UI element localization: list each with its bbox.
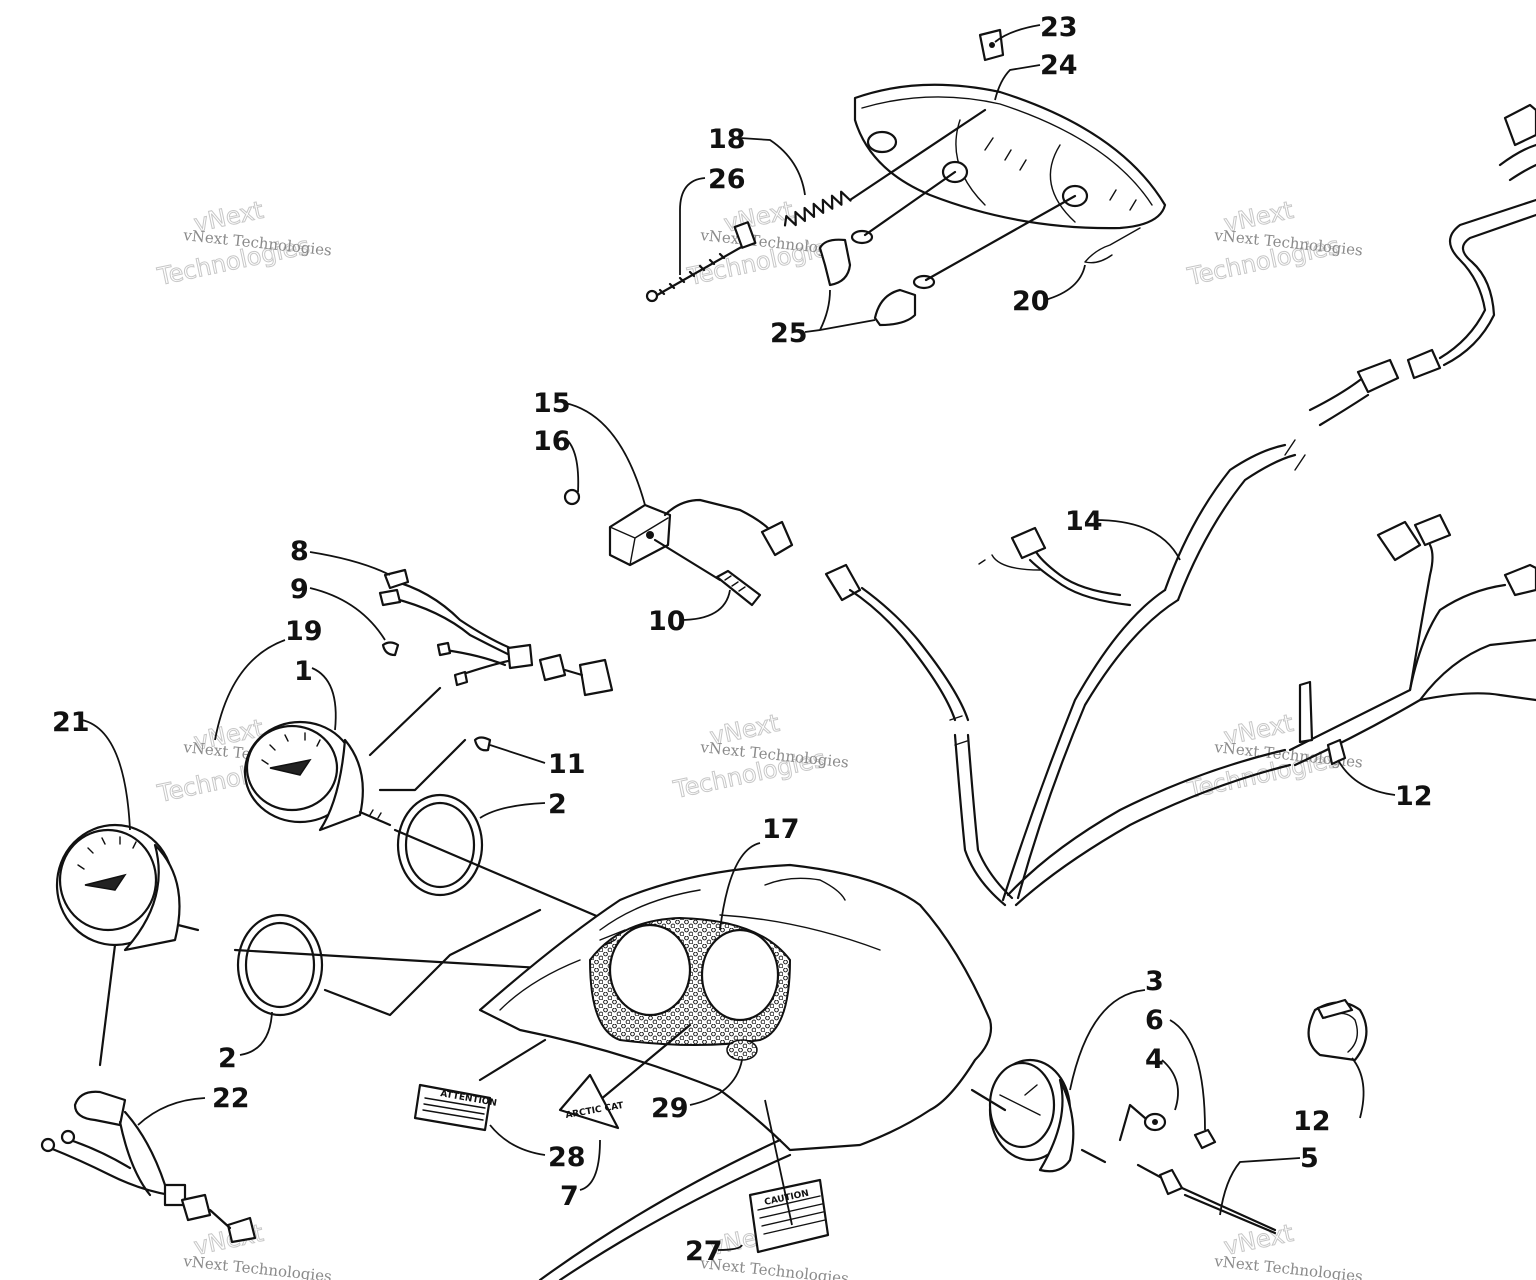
callout-21: 21 [52,707,90,738]
callout-19: 19 [285,616,323,647]
callout-2a: 2 [548,789,567,820]
bezel-rings [233,793,772,1017]
callout-27: 27 [685,1236,723,1267]
control-module [563,488,970,722]
callout-1: 1 [294,656,313,687]
decal-attention: ATTENTION [413,1083,497,1132]
callout-14: 14 [1065,506,1103,537]
callout-17: 17 [762,814,800,845]
gauge-3 [970,998,1368,1235]
watermark: vNext vNext Technologies [1213,1218,1364,1280]
callout-24: 24 [1040,50,1078,81]
callout-16: 16 [533,426,571,457]
bulb-socket [818,238,852,287]
callout-29: 29 [651,1093,689,1124]
watermark-small: vNext Technologies [1213,1252,1364,1280]
callout-18: 18 [708,124,746,155]
light-harness [40,1090,257,1244]
wiring-harness [949,103,1536,907]
callout-5: 5 [1300,1143,1319,1174]
callout-23: 23 [1040,12,1078,43]
callout-8: 8 [290,536,309,567]
callout-7: 7 [560,1181,579,1212]
watermark: vNext Technologies vNext Technologies [1184,195,1364,291]
bulb-socket [873,288,917,327]
gauge-21 [55,823,200,1067]
callout-15: 15 [533,388,571,419]
watermark-small: vNext Technologies [182,1252,333,1280]
callout-28: 28 [548,1142,586,1173]
headlight-assembly [645,28,1167,327]
callout-25: 25 [770,318,808,349]
callout-labels: 23 24 18 26 20 25 15 16 8 9 10 14 19 1 2… [52,12,1433,1267]
leader-lines [81,24,1396,1251]
decal-caution: CAUTION [748,1178,830,1254]
watermark: vNext Technologies vNext Technologies [670,708,850,804]
callout-12a: 12 [1395,781,1433,812]
callout-3: 3 [1145,966,1164,997]
callout-2b: 2 [218,1043,237,1074]
callout-22: 22 [212,1083,250,1114]
instrument-panel [478,863,993,1280]
callout-9: 9 [290,574,309,605]
callout-26: 26 [708,164,746,195]
gauge-1 [243,568,614,832]
callout-11: 11 [548,749,586,780]
watermark: vNext vNext Technologies [182,1218,333,1280]
callout-6: 6 [1145,1005,1164,1036]
decal-arctic-cat: ARCTIC CAT [558,1073,625,1130]
callout-4: 4 [1145,1044,1164,1075]
callout-10: 10 [648,606,686,637]
watermark: vNext Technologies vNext Technologies [154,195,333,291]
callout-20: 20 [1012,286,1050,317]
callout-12b: 12 [1293,1106,1331,1137]
